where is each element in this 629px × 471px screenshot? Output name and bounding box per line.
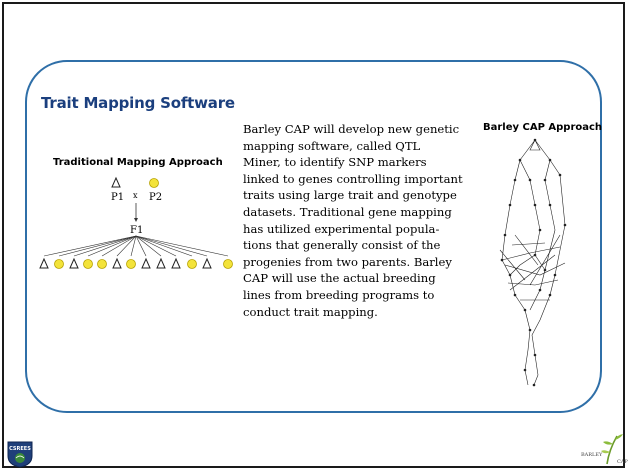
parent2-circle	[149, 178, 159, 188]
progeny-arrow	[135, 235, 208, 257]
body-line: progenies from two parents. Barley	[243, 254, 452, 269]
progeny-arrow	[101, 235, 137, 257]
pedigree-network-diagram	[499, 138, 567, 387]
body-line: lines from breeding programs to	[243, 287, 435, 302]
content-panel	[25, 60, 602, 413]
progeny-triangle	[112, 257, 122, 269]
traditional-mapping-diagram: P1 P2 x F1	[39, 176, 233, 269]
progeny-arrow	[135, 235, 147, 257]
barley-cap-logo: BARLEY CAP	[577, 432, 628, 470]
progeny-arrows	[43, 235, 229, 257]
barley-sprig-icon	[601, 434, 623, 465]
progeny-triangle	[69, 257, 79, 269]
body-line: has utilized experimental popula-	[243, 221, 440, 236]
progeny-arrow	[135, 235, 162, 257]
progeny-arrow	[130, 235, 137, 257]
body-line: linked to genes controlling important	[243, 171, 463, 186]
f1-label: F1	[130, 225, 143, 236]
progeny-arrow	[135, 235, 177, 257]
progeny-triangle	[202, 257, 212, 269]
p1-label: P1	[111, 192, 124, 203]
traditional-heading: Traditional Mapping Approach	[53, 157, 223, 168]
body-line: CAP will use the actual breeding	[243, 271, 436, 286]
progeny-row	[39, 257, 233, 269]
cap-logo-text: CAP	[617, 459, 628, 465]
body-line: datasets. Traditional gene mapping	[243, 204, 452, 219]
progeny-arrow	[73, 235, 137, 257]
progeny-arrow	[58, 235, 137, 257]
progeny-arrow	[135, 235, 193, 257]
progeny-circle	[223, 259, 233, 269]
progeny-arrow	[116, 235, 137, 257]
barley-cap-heading: Barley CAP Approach	[483, 122, 603, 133]
progeny-arrow	[135, 235, 229, 257]
progeny-triangle	[156, 257, 166, 269]
body-paragraph: Barley CAP will develop new genetic mapp…	[243, 121, 475, 320]
cross-symbol: x	[133, 191, 138, 200]
progeny-circle	[97, 259, 107, 269]
body-line: Miner, to identify SNP markers	[243, 155, 427, 170]
slide-title: Trait Mapping Software	[41, 94, 235, 112]
f1-arrowhead	[134, 218, 138, 222]
body-line: traits using large trait and genotype	[243, 188, 457, 203]
csrees-logo: CSREES	[7, 441, 33, 468]
body-line: Barley CAP will develop new genetic	[243, 122, 460, 136]
barley-logo-text: BARLEY	[581, 452, 603, 458]
csrees-logo-text: CSREES	[9, 446, 31, 452]
progeny-arrow	[87, 235, 137, 257]
progeny-arrow	[43, 235, 137, 257]
progeny-circle	[126, 259, 136, 269]
progeny-circle	[54, 259, 64, 269]
progeny-circle	[187, 259, 197, 269]
body-line: mapping software, called QTL	[243, 138, 421, 153]
body-line: tions that generally consist of the	[243, 238, 441, 253]
parent1-triangle	[111, 176, 121, 188]
progeny-triangle	[141, 257, 151, 269]
progeny-triangle	[39, 257, 49, 269]
progeny-triangle	[171, 257, 181, 269]
p2-label: P2	[149, 192, 162, 203]
progeny-circle	[83, 259, 93, 269]
body-line: conduct trait mapping.	[243, 304, 378, 319]
